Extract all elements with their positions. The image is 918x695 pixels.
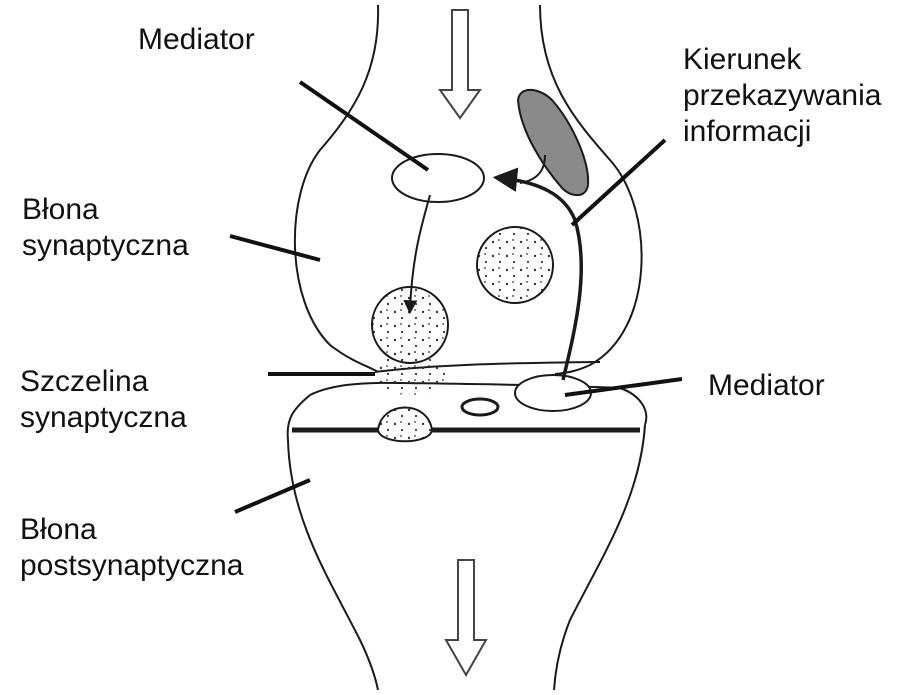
postsynaptic-left-outline (288, 395, 378, 690)
label-mediator-right: Mediator (708, 368, 825, 404)
label-direction: Kierunek przekazywania informacji (683, 42, 881, 150)
label-postsynaptic-membrane: Błona postsynaptyczna (20, 512, 243, 584)
release-cloud (372, 351, 450, 395)
leader-synaptic-membrane (230, 236, 320, 260)
label-synaptic-membrane-line2: synaptyczna (22, 228, 189, 264)
leader-mediator-top (300, 82, 428, 170)
mitochondrion (518, 90, 588, 195)
label-synaptic-membrane-line1: Błona (22, 192, 189, 228)
postsynaptic-right-outline (554, 425, 645, 690)
label-postsynaptic-line2: postsynaptyczna (20, 548, 243, 584)
label-direction-line3: informacji (683, 114, 881, 150)
mediator-vesicle-top (392, 154, 484, 202)
pore-ring (462, 399, 498, 415)
label-postsynaptic-line1: Błona (20, 512, 243, 548)
presynaptic-right-outline (540, 5, 642, 374)
label-direction-line1: Kierunek (683, 42, 881, 78)
label-synaptic-cleft-line2: synaptyczna (20, 400, 187, 436)
dotted-vesicle-right (477, 227, 553, 303)
bottom-output-arrow (446, 560, 486, 675)
label-synaptic-cleft: Szczelina synaptyczna (20, 364, 187, 436)
label-synaptic-membrane: Błona synaptyczna (22, 192, 189, 264)
label-direction-line2: przekazywania (683, 78, 881, 114)
receptor-pit (378, 408, 432, 442)
label-mediator-top: Mediator (138, 22, 255, 58)
label-synaptic-cleft-line1: Szczelina (20, 364, 187, 400)
top-input-arrow (440, 10, 480, 118)
presynaptic-left-outline (295, 5, 378, 372)
